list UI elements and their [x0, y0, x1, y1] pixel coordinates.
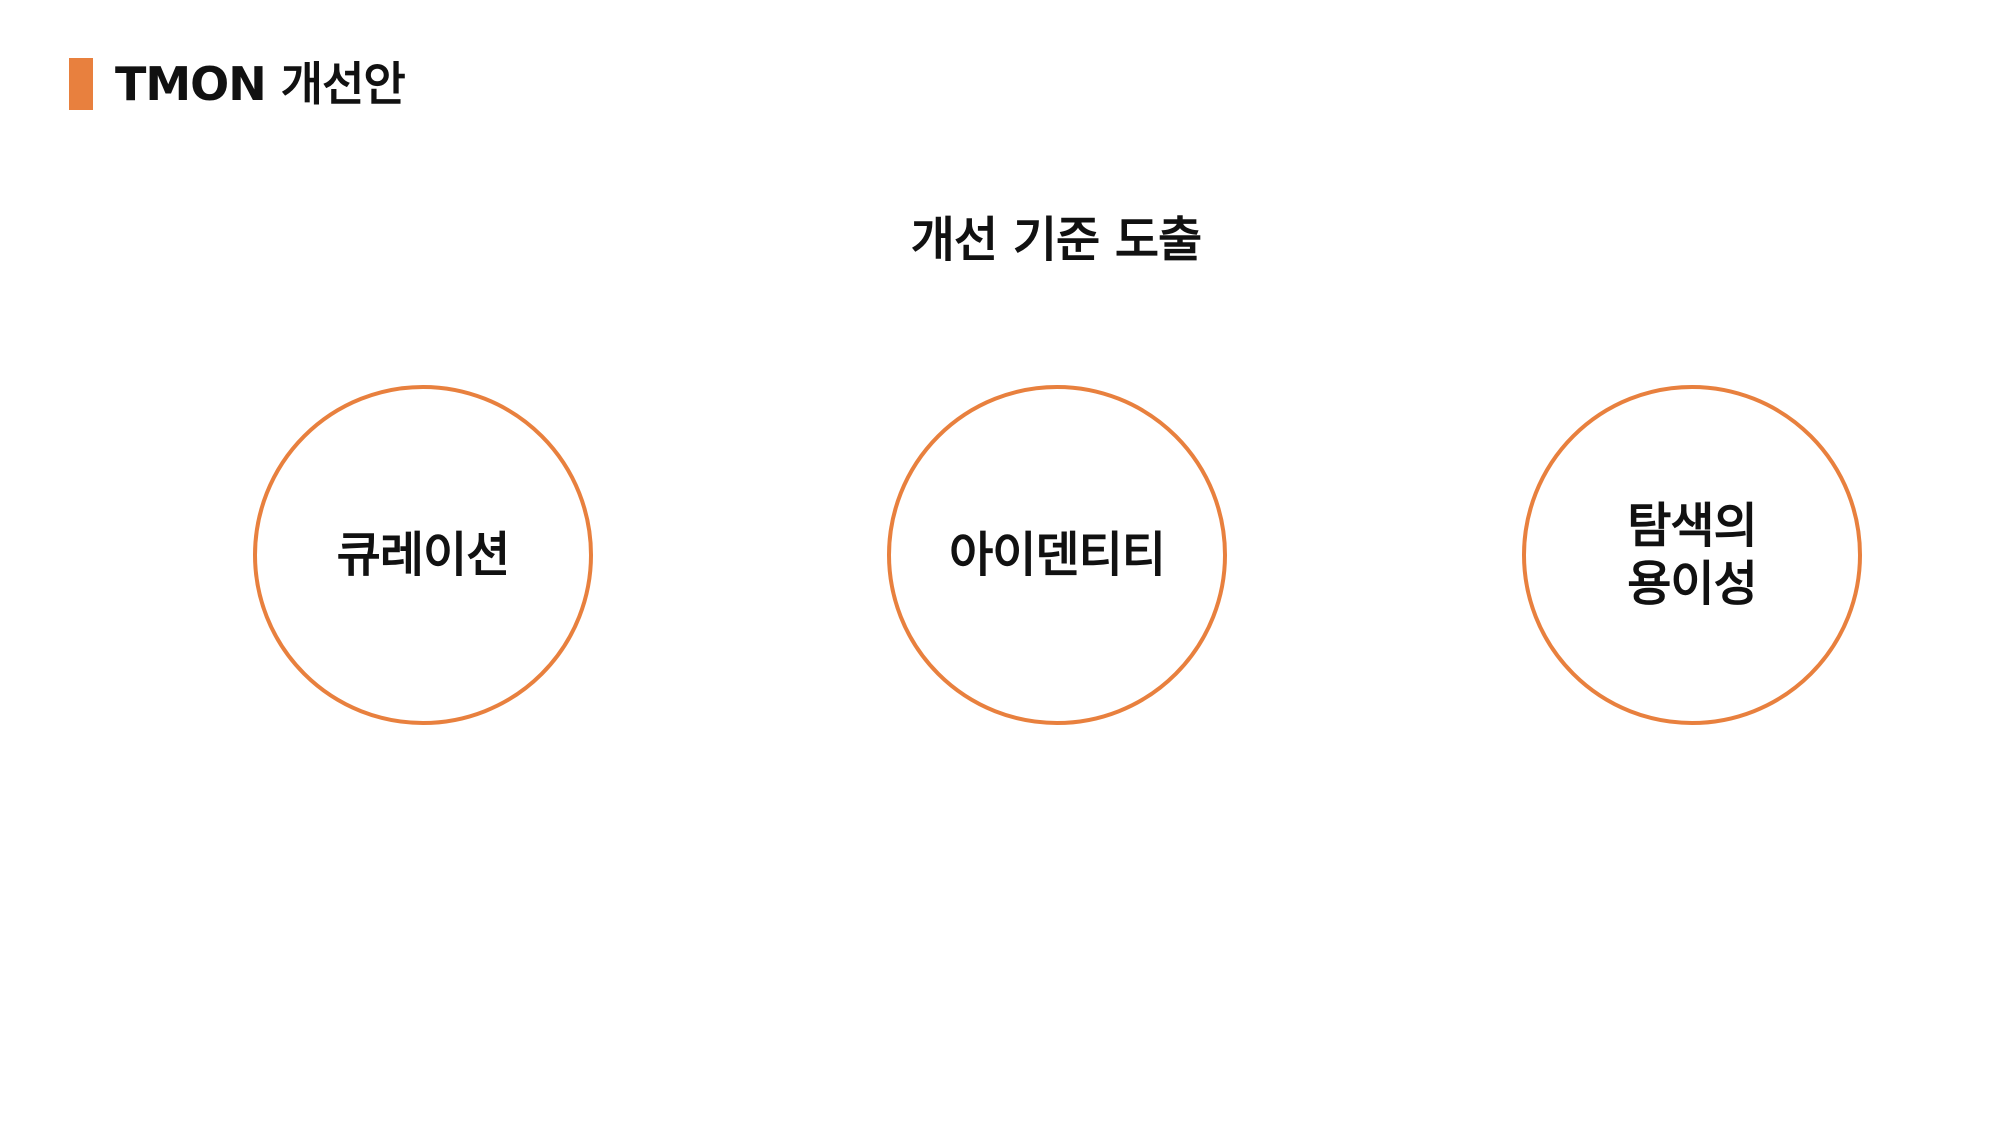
- criterion-label: 탐색의 용이성: [1627, 498, 1757, 612]
- section-title: 개선 기준 도출: [910, 212, 1202, 268]
- criterion-circle-identity: 아이덴티티: [887, 385, 1227, 725]
- criterion-label: 큐레이션: [336, 527, 511, 583]
- criterion-circle-ease-of-navigation: 탐색의 용이성: [1522, 385, 1862, 725]
- page-title: TMON 개선안: [115, 57, 406, 111]
- title-accent-bar: [69, 58, 93, 110]
- criterion-circle-curation: 큐레이션: [253, 385, 593, 725]
- criterion-label: 아이덴티티: [949, 527, 1166, 583]
